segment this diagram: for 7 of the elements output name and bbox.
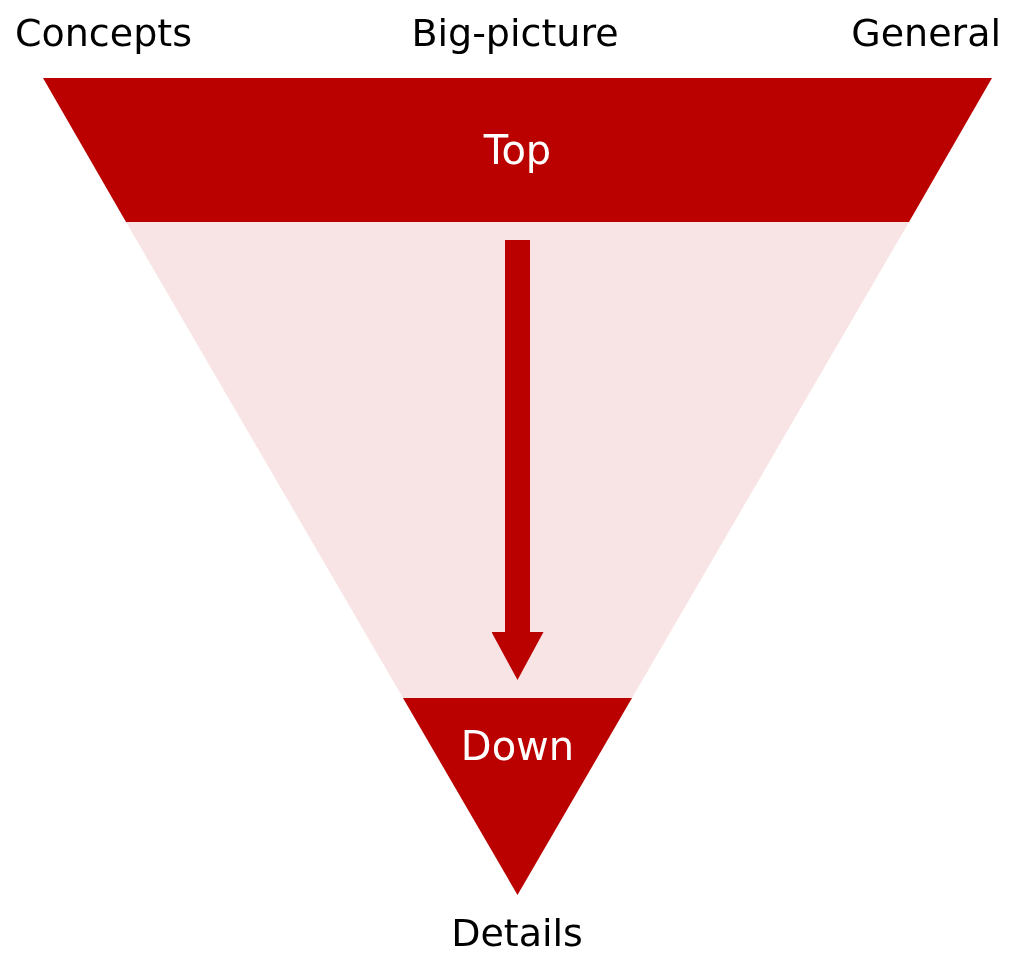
text-label: Details [451,914,583,952]
text-label: Concepts [15,14,192,52]
arrow [491,240,544,680]
text-label: Big-picture [411,14,619,52]
node-label: Down [460,726,575,766]
text-label: General [851,14,1001,52]
triangle-shape [403,698,632,895]
